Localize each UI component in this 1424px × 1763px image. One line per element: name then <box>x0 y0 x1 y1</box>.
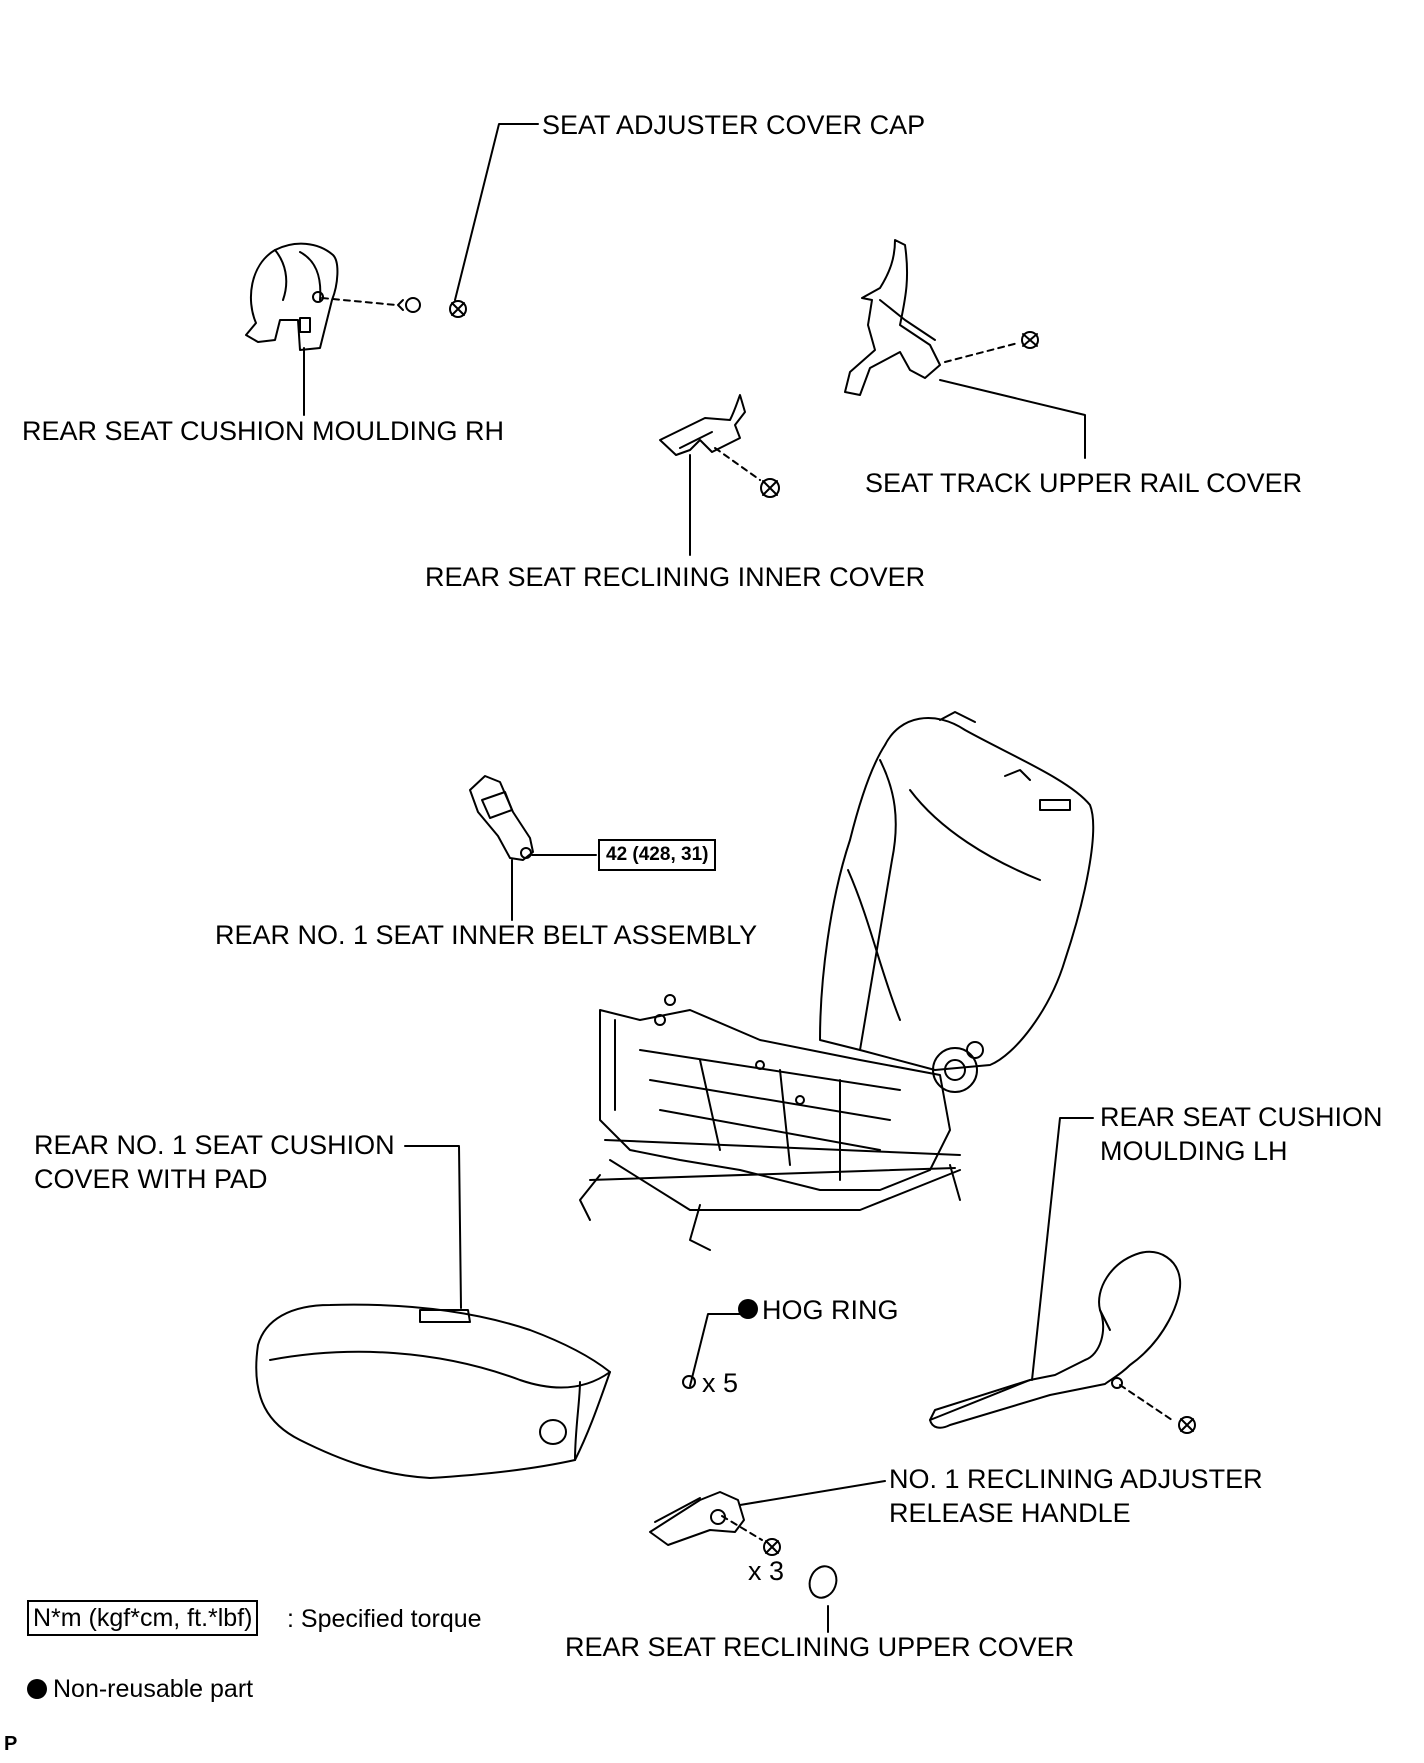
legend-torque-box: N*m (kgf*cm, ft.*lbf) <box>27 1600 259 1636</box>
fastener-dash-lines <box>321 297 1173 1541</box>
cover-cap-fasteners <box>397 297 467 318</box>
label-seat-track-upper-rail-cover: SEAT TRACK UPPER RAIL COVER <box>865 468 1303 498</box>
label-rear-no1-seat-inner-belt-assembly: REAR NO. 1 SEAT INNER BELT ASSEMBLY <box>215 920 758 950</box>
hog-ring-dot <box>738 1299 758 1319</box>
inner-belt-part <box>469 775 534 861</box>
seat-track-upper-rail-cover-part <box>844 239 1039 396</box>
label-seat-adjuster-cover-cap: SEAT ADJUSTER COVER CAP <box>542 110 926 140</box>
label-hog-ring-quantity: x 5 <box>702 1368 739 1398</box>
seat-cushion-cover-part <box>255 1303 611 1479</box>
footer-code: P <box>4 1733 18 1755</box>
reclining-upper-cover-part <box>808 1565 838 1599</box>
legend-non-reusable-text: Non-reusable part <box>53 1675 254 1703</box>
label-hog-ring: HOG RING <box>762 1295 899 1325</box>
label-rear-seat-cushion-moulding-rh: REAR SEAT CUSHION MOULDING RH <box>22 416 505 446</box>
label-rear-seat-reclining-upper-cover: REAR SEAT RECLINING UPPER COVER <box>565 1632 1075 1662</box>
non-reusable-dot-icon <box>27 1679 47 1699</box>
label-release-handle-line2: RELEASE HANDLE <box>889 1498 1131 1528</box>
legend-torque-text: : Specified torque <box>287 1605 482 1633</box>
label-rear-seat-reclining-inner-cover: REAR SEAT RECLINING INNER COVER <box>425 562 926 592</box>
torque-value-belt: 42 (428, 31) <box>598 839 717 871</box>
label-release-handle-line1: NO. 1 RECLINING ADJUSTER <box>889 1464 1263 1494</box>
rear-seat-cushion-moulding-rh-part <box>245 242 339 351</box>
label-bolt-quantity: x 3 <box>748 1556 785 1586</box>
label-cushion-moulding-lh-line2: MOULDING LH <box>1100 1136 1288 1166</box>
rear-seat-cushion-moulding-lh-part <box>929 1250 1196 1434</box>
label-seat-cushion-cover-line1: REAR NO. 1 SEAT CUSHION <box>34 1130 395 1160</box>
legend-non-reusable: Non-reusable part <box>27 1672 253 1706</box>
leader-lines <box>303 123 1094 1633</box>
seat-back-frame-part <box>819 711 1095 1093</box>
label-seat-cushion-cover-line2: COVER WITH PAD <box>34 1164 268 1194</box>
seat-frame-part <box>579 994 961 1251</box>
hog-ring-part <box>682 1375 696 1389</box>
label-cushion-moulding-lh-line1: REAR SEAT CUSHION <box>1100 1102 1383 1132</box>
rear-seat-reclining-inner-cover-part <box>659 394 780 498</box>
release-handle-part <box>649 1491 781 1556</box>
